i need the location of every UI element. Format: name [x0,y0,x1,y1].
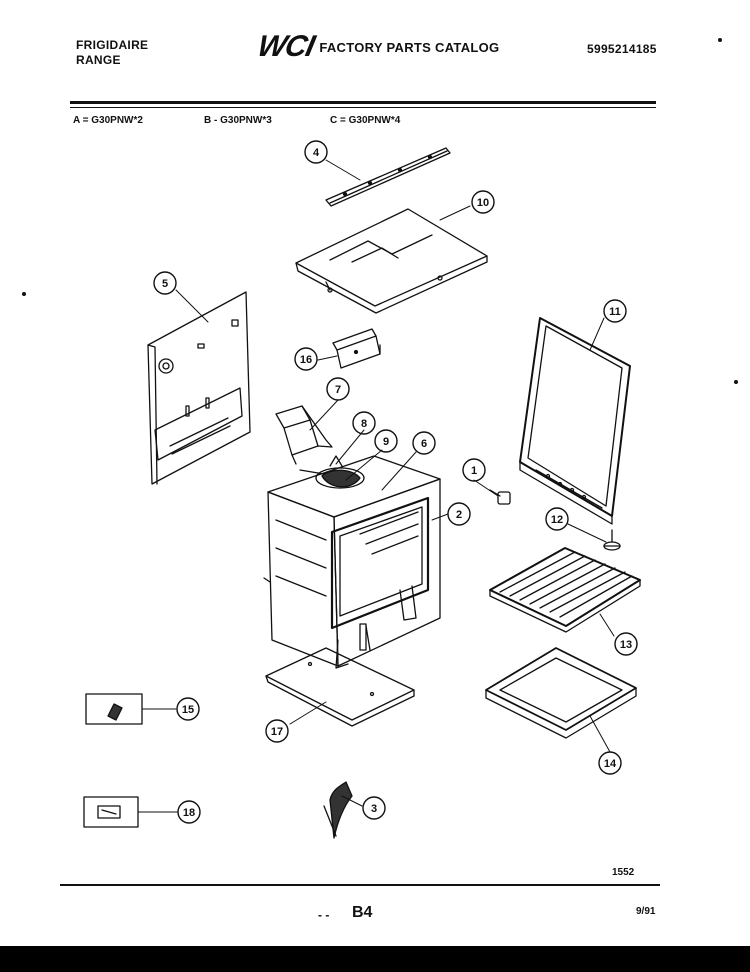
header-rule-thick [70,101,656,104]
model-b: B - G30PNW*3 [204,115,272,126]
callout-13: 13 [620,639,632,651]
part-15-clip-box [85,693,143,725]
part-5-rear-panel [147,291,251,485]
scan-mark [734,380,738,384]
scan-mark [22,292,26,296]
product-type: RANGE [76,53,121,67]
callout-6: 6 [421,438,427,450]
header-rule-thin [70,107,656,108]
exploded-parts-diagram: 4 10 5 16 11 7 8 9 6 1 2 12 13 15 17 14 … [83,140,641,839]
part-3-spring-bracket [323,781,353,839]
part-7-duct [275,405,333,465]
callout-12: 12 [551,514,563,526]
brand-block: FRIGIDAIRE RANGE [76,38,148,68]
parts-catalog-page: FRIGIDAIRE RANGE WCI FACTORY PARTS CATAL… [0,0,750,946]
callout-16: 16 [300,354,312,366]
figure-number: 1552 [612,867,635,878]
callout-1: 1 [471,465,477,477]
footer-rule [60,884,660,886]
revision-date: 9/91 [636,906,656,917]
part-11-door-frame [519,317,631,525]
catalog-heading: WCI FACTORY PARTS CATALOG [255,30,500,64]
callout-15: 15 [182,704,194,716]
callout-5: 5 [162,278,168,290]
part-18-box [83,796,139,828]
callout-10: 10 [477,197,489,209]
callout-circles [153,140,638,824]
page-dashes: - - [318,908,330,922]
part-17-bottom-panel [265,623,415,727]
part-14-broiler-pan [485,647,637,739]
callout-9: 9 [383,436,389,448]
brand-name: FRIGIDAIRE [76,38,149,52]
part-2-oven-body [263,455,441,669]
leader-lines [137,159,615,813]
model-c: C = G30PNW*4 [330,115,401,126]
part-16-bracket [332,328,381,369]
catalog-part-number: 5995214185 [587,42,657,56]
callout-14: 14 [604,758,617,770]
part-1-small-knob [489,489,511,505]
callout-3: 3 [371,803,377,815]
callout-17: 17 [271,726,283,738]
part-8-9-burner [299,455,365,489]
callout-7: 7 [335,384,341,396]
callout-4: 4 [313,147,320,159]
catalog-title: FACTORY PARTS CATALOG [319,39,500,55]
part-12-leveling-leg [603,529,621,551]
model-a: A = G30PNW*2 [73,115,143,126]
part-10-top-panel [295,208,488,314]
callout-11: 11 [609,306,621,318]
page-label: B4 [352,904,373,921]
part-4-trim-strip [325,147,451,207]
callout-18: 18 [183,807,195,819]
callout-8: 8 [361,418,367,430]
callout-2: 2 [456,509,462,521]
part-13-oven-rack [489,547,641,633]
scan-mark [718,38,722,42]
